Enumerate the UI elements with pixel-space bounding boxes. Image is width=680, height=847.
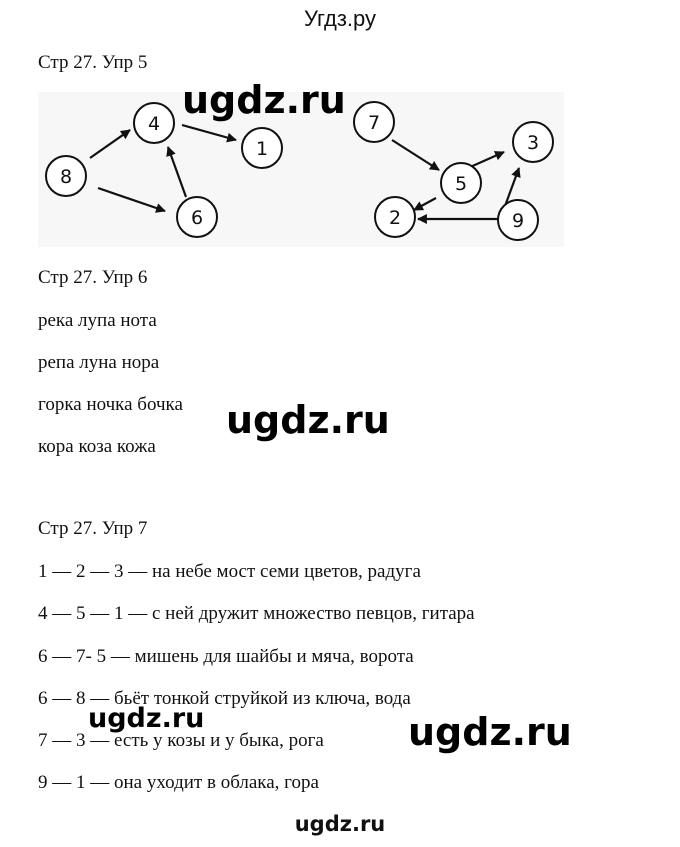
watermark: ugdz.ru — [88, 703, 205, 734]
edge-5-3 — [467, 150, 505, 170]
site-title: Угдз.ру — [303, 6, 377, 31]
node-7: 7 — [353, 101, 395, 143]
node-3: 3 — [512, 121, 554, 163]
ex6-line: река лупа нота — [38, 310, 157, 331]
ex6-title: Стр 27. Упр 6 — [38, 267, 148, 288]
node-5: 5 — [440, 162, 482, 204]
graph-diagram: 8 4 1 6 7 5 3 2 9 — [38, 92, 564, 247]
ex6-line: репа луна нора — [38, 352, 160, 373]
watermark: ugdz.ru — [226, 398, 390, 442]
edge-7-5 — [391, 139, 440, 171]
svg-text:1: 1 — [256, 138, 268, 160]
ex7-line: 6 — 8 — бьёт тонкой струйкой из ключа, в… — [38, 688, 411, 709]
edge-9-3 — [503, 167, 521, 207]
ex6-line: горка ночка бочка — [38, 394, 183, 415]
svg-text:3: 3 — [527, 132, 539, 154]
svg-text:2: 2 — [389, 207, 401, 229]
ex7-line: 4 — 5 — 1 — с ней дружит множество певцо… — [38, 603, 475, 624]
ex6-line: кора коза кожа — [38, 436, 156, 457]
edge-8-4 — [89, 129, 131, 159]
edge-5-2 — [413, 197, 437, 211]
svg-text:9: 9 — [512, 210, 524, 232]
ex7-line: 6 — 7- 5 — мишень для шайбы и мяча, воро… — [38, 646, 414, 667]
node-1: 1 — [241, 127, 283, 169]
node-4: 4 — [133, 102, 175, 144]
svg-text:8: 8 — [60, 166, 72, 188]
edge-4-1 — [181, 123, 237, 143]
svg-text:4: 4 — [148, 113, 160, 135]
node-6: 6 — [176, 196, 218, 238]
node-2: 2 — [374, 196, 416, 238]
edge-8-6 — [97, 186, 166, 213]
ex7-title: Стр 27. Упр 7 — [38, 518, 148, 539]
svg-text:5: 5 — [455, 173, 467, 195]
node-9: 9 — [497, 199, 539, 241]
footer-watermark: ugdz.ru — [294, 812, 386, 836]
node-8: 8 — [45, 155, 87, 197]
ex5-title: Стр 27. Упр 5 — [38, 52, 148, 73]
svg-text:6: 6 — [191, 207, 203, 229]
svg-text:7: 7 — [368, 112, 380, 134]
watermark: ugdz.ru — [182, 78, 346, 122]
edge-6-4 — [166, 146, 188, 198]
ex7-line: 7 — 3 — есть у козы и у быка, рога — [38, 730, 324, 751]
ex7-line: 1 — 2 — 3 — на небе мост семи цветов, ра… — [38, 561, 421, 582]
watermark: ugdz.ru — [408, 710, 572, 754]
ex7-line: 9 — 1 — она уходит в облака, гора — [38, 772, 319, 793]
